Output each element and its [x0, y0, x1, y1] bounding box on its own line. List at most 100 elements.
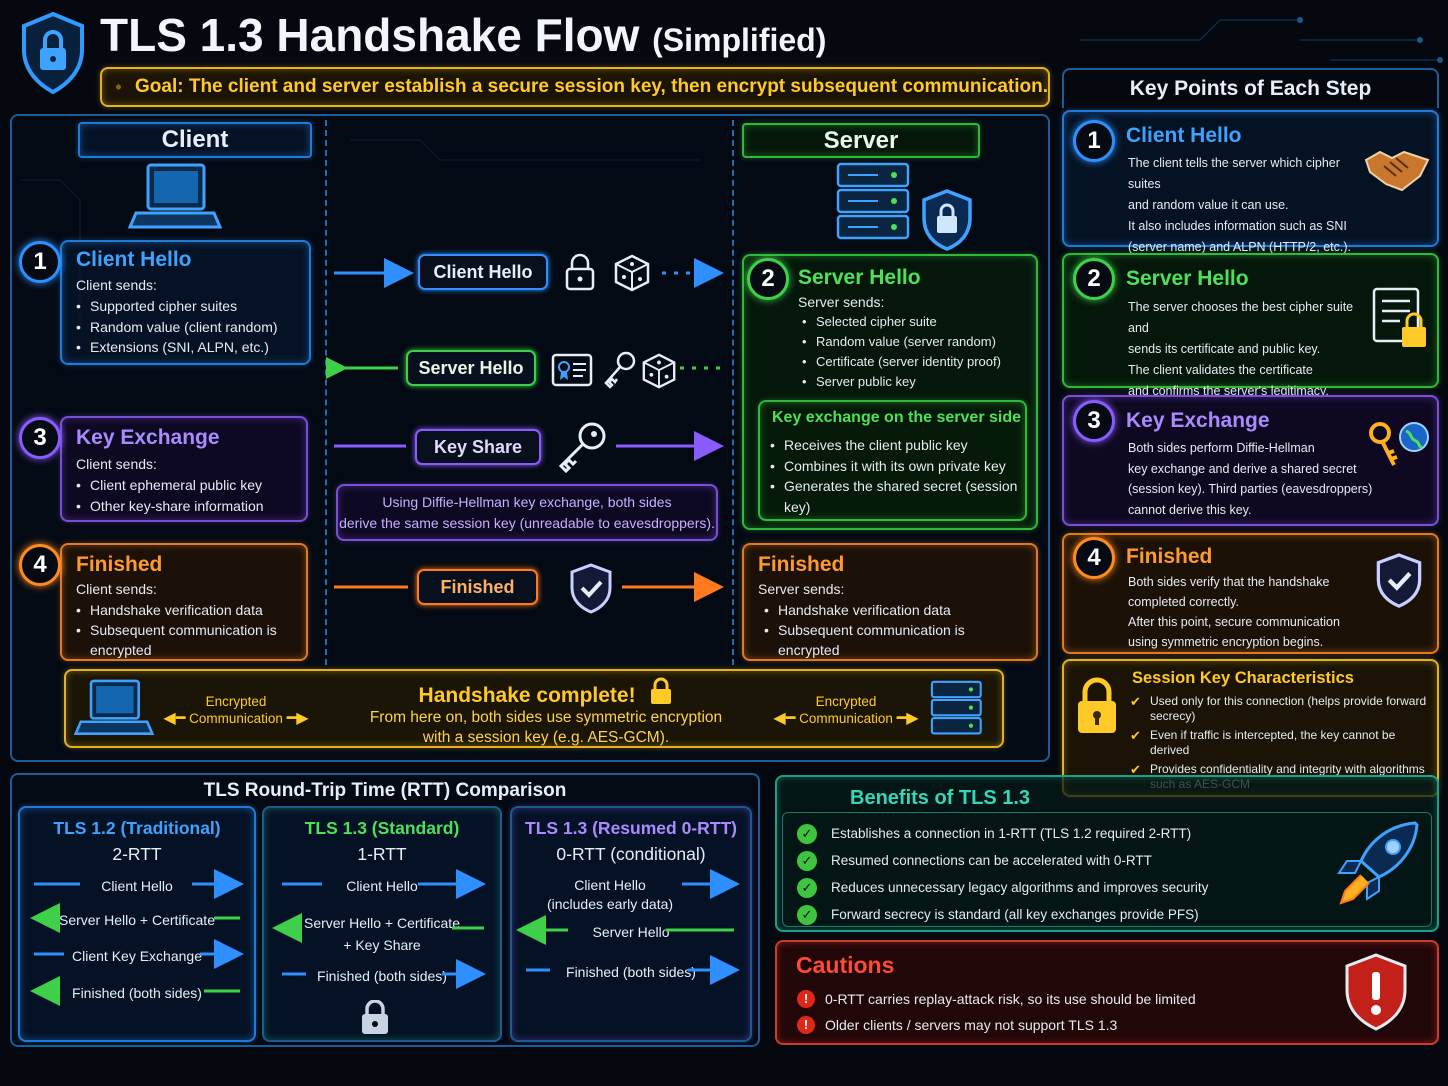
complete-text-block: Handshake complete! From here on, both s… — [356, 677, 736, 748]
list-item: Certificate (server identity proof) — [802, 352, 1032, 372]
client-finished-title: Finished — [76, 553, 163, 576]
certificate-icon — [551, 352, 593, 393]
rtt-col-tls13-0rtt: TLS 1.3 (Resumed 0-RTT) 0-RTT (condition… — [510, 806, 752, 1042]
rtt-value: 1-RTT — [357, 844, 407, 864]
server-hello-message: Server Hello — [406, 350, 536, 386]
step-1-badge: 1 — [19, 241, 61, 283]
desc-line: cannot derive this key. — [1128, 502, 1252, 517]
rtt-col-title: TLS 1.2 (Traditional) — [53, 818, 221, 838]
complete-title: Handshake complete! — [418, 684, 636, 707]
key-point-title: Finished — [1126, 545, 1213, 568]
client-hello-title: Client Hello — [76, 248, 192, 271]
dice-icon — [612, 253, 652, 298]
list-item: Generates the shared secret (session key… — [770, 476, 1022, 517]
desc-line: sends its certificate and public key. — [1128, 342, 1321, 356]
desc-line: The client tells the server which cipher… — [1128, 156, 1340, 191]
benefits-panel: Benefits of TLS 1.3 ✓ Establishes a conne… — [775, 775, 1439, 932]
list-item: ✓Resumed connections can be accelerated … — [797, 847, 1208, 874]
globe-icon — [1398, 421, 1430, 458]
client-finished-list: Handshake verification data Subsequent c… — [76, 600, 304, 660]
benefit-text: Resumed connections can be accelerated w… — [831, 853, 1152, 868]
benefits-list-box: ✓ Establishes a connection in 1-RTT (TLS … — [782, 812, 1432, 927]
check-circle-icon: ✓ — [797, 904, 817, 925]
arrow-right-icon: ━▶ — [286, 710, 309, 727]
shield-check-icon — [1374, 551, 1424, 614]
list-item: Subsequent communication is encrypted — [764, 620, 1024, 660]
list-item: Even if traffic is intercepted, the key … — [1130, 728, 1430, 758]
list-item: Combines it with its own private key — [770, 456, 1022, 477]
server-shield-lock-icon — [920, 188, 974, 257]
key-point-badge: 4 — [1073, 537, 1115, 579]
rtt-row-label: Finished (both sides) — [566, 964, 696, 980]
warning-shield-icon — [1343, 952, 1409, 1037]
message-arrows — [326, 258, 724, 602]
key-points-title: Key Points of Each Step — [1062, 68, 1439, 108]
rtt-title: TLS Round-Trip Time (RTT) Comparison — [203, 780, 567, 801]
padlock-icon — [360, 999, 390, 1041]
server-finished-title: Finished — [758, 553, 845, 576]
rtt-value: 0-RTT (conditional) — [556, 844, 706, 864]
handshake-complete-banner: Encrypted ◀━ Communication ━▶ Handshake … — [64, 669, 1004, 748]
rtt-row-label: Client Hello — [101, 878, 173, 894]
key-icon — [602, 350, 638, 395]
arrow-right-icon: ━▶ — [896, 710, 919, 727]
key-point-desc: The server chooses the best cipher suite… — [1128, 297, 1368, 402]
key-point-desc: Both sides perform Diffie-Hellman key exc… — [1128, 438, 1378, 520]
rtt-row-label: Server Hello + Certificate — [303, 915, 460, 931]
client-hello-message: Client Hello — [418, 254, 548, 290]
list-item: Random value (client random) — [76, 317, 308, 338]
key-point-badge: 2 — [1073, 258, 1115, 300]
cautions-list: !0-RTT carries replay-attack risk, so it… — [797, 986, 1196, 1038]
encrypted-communication-left: Encrypted ◀━ Communication ━▶ — [156, 693, 316, 727]
list-item: ✓Reduces unnecessary legacy algorithms a… — [797, 874, 1208, 901]
server-kex-list: Receives the client public key Combines … — [770, 435, 1022, 517]
key-point-key-exchange: Key Exchange Both sides perform Diffie-H… — [1062, 395, 1439, 526]
dice-icon — [640, 352, 678, 395]
desc-line: The server chooses the best cipher suite… — [1128, 300, 1354, 335]
server-finished-list: Handshake verification data Subsequent c… — [764, 600, 1024, 660]
caution-text: Older clients / servers may not support … — [825, 1017, 1118, 1033]
step-3-badge: 3 — [19, 417, 61, 459]
client-key-exchange-intro: Client sends: — [76, 456, 157, 472]
cautions-panel: Cautions !0-RTT carries replay-attack ri… — [775, 940, 1439, 1045]
rtt-row-label: Finished (both sides) — [72, 985, 202, 1001]
desc-line: Both sides perform Diffie-Hellman — [1128, 441, 1315, 455]
list-item: !Older clients / servers may not support… — [797, 1012, 1196, 1038]
server-hello-card: Server Hello Server sends: Selected ciph… — [742, 254, 1038, 530]
benefits-title: Benefits of TLS 1.3 — [850, 787, 1031, 809]
list-item: Used only for this connection (helps pro… — [1130, 694, 1430, 724]
rtt-row-label: (includes early data) — [546, 896, 674, 912]
finished-message: Finished — [417, 569, 538, 605]
list-item: Receives the client public key — [770, 435, 1022, 456]
laptop-icon — [127, 163, 223, 238]
dh-note-line: Using Diffie-Hellman key exchange, both … — [382, 493, 672, 510]
rtt-row-label: Client Hello — [574, 877, 646, 893]
desc-line: and confirms the server's legitimacy. — [1128, 384, 1329, 398]
key-point-badge: 1 — [1073, 120, 1115, 162]
desc-line: key exchange and derive a shared secret — [1128, 461, 1357, 476]
client-key-exchange-card: Key Exchange Client sends: Client epheme… — [60, 416, 308, 522]
list-item: Random value (server random) — [802, 332, 1032, 352]
client-key-exchange-title: Key Exchange — [76, 426, 220, 449]
client-finished-card: Finished Client sends: Handshake verific… — [60, 543, 308, 661]
session-key-title: Session Key Characteristics — [1132, 669, 1354, 687]
list-item: Supported cipher suites — [76, 296, 308, 317]
rtt-value: 2-RTT — [112, 844, 162, 864]
rtt-row-label: Finished (both sides) — [317, 968, 447, 984]
list-item: ✓Forward secrecy is standard (all key ex… — [797, 901, 1208, 928]
client-hello-list: Supported cipher suites Random value (cl… — [76, 296, 308, 358]
gold-lock-icon — [651, 677, 672, 704]
list-item: Extensions (SNI, ALPN, etc.) — [76, 337, 308, 358]
encrypted-label: Encrypted — [205, 694, 267, 709]
rtt-row-label: Client Key Exchange — [72, 948, 202, 964]
check-circle-icon: ✓ — [797, 823, 817, 844]
desc-line: and random value it can use. — [1128, 198, 1289, 212]
rtt-row-label: Server Hello — [592, 924, 670, 940]
key-point-title: Server Hello — [1126, 267, 1249, 290]
server-divider — [732, 120, 734, 665]
client-finished-intro: Client sends: — [76, 581, 157, 597]
benefit-text: Establishes a connection in 1-RTT (TLS 1… — [831, 826, 1192, 841]
list-item: ✓ Establishes a connection in 1-RTT (TLS … — [797, 820, 1208, 847]
desc-line: (session key). Third parties (eavesdropp… — [1128, 482, 1373, 496]
list-item: Client ephemeral public key — [76, 475, 306, 496]
